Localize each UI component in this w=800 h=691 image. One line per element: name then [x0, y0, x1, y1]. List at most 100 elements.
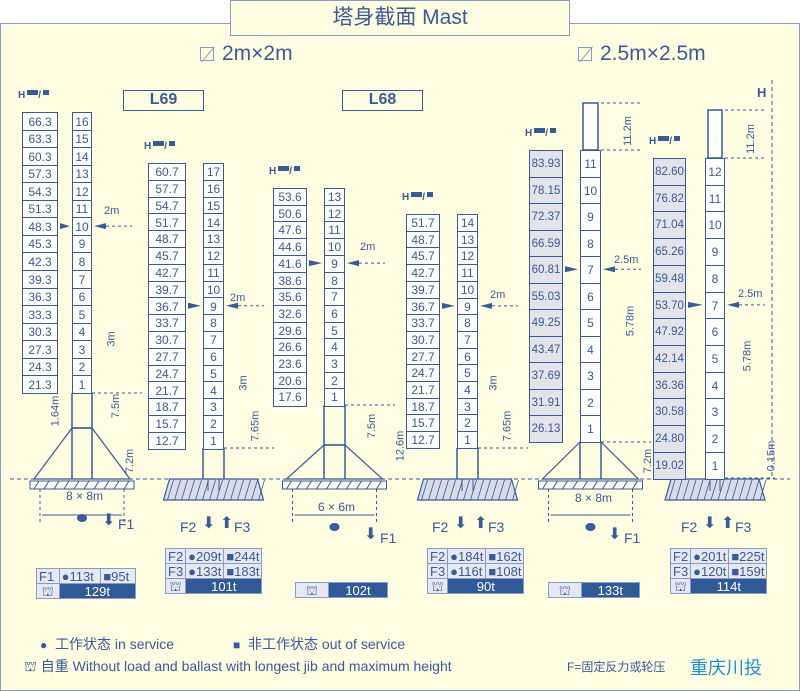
- slew-center-icon: [585, 523, 596, 531]
- dimension-label: 3m: [105, 331, 118, 347]
- hook-height-cell: 26.13: [529, 415, 563, 443]
- hook-height-cell: 33.7: [406, 314, 440, 333]
- force-cell: F1: [36, 568, 60, 584]
- mast-section-cell: 6: [203, 347, 224, 367]
- hatch: [306, 480, 312, 490]
- force-row: F3●133t■183t: [164, 563, 263, 579]
- mast-section-cell: 5: [457, 364, 478, 383]
- hook-height-cell: 43.47: [529, 335, 563, 364]
- hook-height-cell: 27.3: [22, 340, 58, 360]
- self-weight-row: ⛫129t: [36, 583, 137, 599]
- mast-section-cell: 15: [203, 196, 224, 215]
- hook-height-cell: 35.6: [273, 288, 307, 307]
- force-cell: ■159t: [728, 563, 768, 579]
- slew-center-icon: [329, 523, 340, 531]
- hatch: [237, 479, 244, 501]
- force-cell: F3: [669, 563, 692, 579]
- hook-height-cell: 15.7: [406, 414, 440, 433]
- hook-height-cell: 36.3: [22, 287, 58, 307]
- self-weight-value: 129t: [58, 583, 137, 599]
- force-cell: ●133t: [185, 563, 225, 579]
- self-weight-value: 101t: [185, 578, 263, 594]
- hook-height-cell: 24.7: [406, 364, 440, 383]
- hook-height-cell: 31.91: [529, 388, 563, 417]
- hatch: [244, 479, 251, 501]
- hook-height-icon: H/: [525, 128, 557, 139]
- hook-height-cell: 51.7: [406, 214, 440, 233]
- force-table: F1●113t■95t⛫129t: [36, 568, 137, 599]
- hook-height-cell: 60.7: [148, 163, 186, 182]
- force-cell: F3: [426, 563, 449, 579]
- mast-section-cell: 15: [72, 129, 92, 149]
- hatch: [167, 479, 174, 501]
- hook-height-cell: 45.7: [148, 247, 186, 266]
- mast-section-cell: 5: [72, 305, 92, 325]
- hatch: [53, 480, 60, 490]
- mast-section-cell: 16: [72, 112, 92, 132]
- mast-section-cell: 1: [324, 388, 345, 407]
- hatch: [336, 480, 342, 490]
- tie-arrow-icon: [727, 301, 739, 308]
- hook-height-cell: 21.7: [406, 381, 440, 400]
- mast-section-cell: 9: [457, 297, 478, 316]
- hook-height-cell: 54.3: [22, 182, 58, 202]
- self-weight-row: ⛫101t: [164, 578, 263, 594]
- hatch: [195, 479, 202, 501]
- hatch: [73, 480, 80, 490]
- force-label-f1: F1: [118, 516, 135, 532]
- hook-height-cell: 50.6: [273, 204, 307, 223]
- hook-height-cell: 83.93: [529, 150, 563, 178]
- hatch: [498, 479, 505, 501]
- foundation-block: [664, 478, 766, 501]
- mast-section-cell: 13: [457, 230, 478, 249]
- base-frame: [32, 427, 132, 480]
- force-table: ⛫102t: [295, 582, 389, 598]
- hook-height-cell: 63.3: [22, 129, 58, 149]
- hatch: [209, 479, 216, 501]
- hatch: [188, 479, 195, 501]
- mast-section-cell: 2: [705, 425, 725, 454]
- hook-height-cell: 60.3: [22, 147, 58, 167]
- hatch: [505, 479, 512, 501]
- mast-section-cell: 13: [203, 230, 224, 249]
- mast-section-cell: 5: [324, 321, 345, 340]
- dimension-label: 2m: [360, 241, 376, 253]
- hatch: [602, 480, 608, 490]
- tie-arrow-icon: [565, 266, 578, 273]
- force-row: F2●201t■225t: [669, 548, 768, 564]
- dimension-label: 2.5m: [614, 254, 639, 266]
- hook-height-icon: H/: [402, 192, 434, 203]
- dimension-label: 7.5m: [366, 413, 379, 439]
- tie-arrow-icon: [603, 266, 615, 273]
- hatch: [230, 479, 237, 501]
- hatch: [103, 480, 110, 490]
- mast-section-cell: 4: [457, 381, 478, 400]
- hook-height-cell: 19.02: [653, 451, 686, 480]
- legend-in-service: ● 工作状态 in service: [40, 636, 175, 652]
- dimension-label: 2.5m: [738, 288, 763, 300]
- force-label-f2: F2: [180, 519, 197, 535]
- tie-arrow-icon: [309, 260, 322, 267]
- hook-height-cell: 12.7: [148, 431, 186, 451]
- mast-section-cell: 6: [324, 304, 345, 324]
- hatch: [449, 479, 456, 501]
- mast-section-cell: 1: [705, 451, 725, 480]
- dimension-label: 12.6m: [394, 430, 407, 462]
- dimension-label: 5.78m: [624, 305, 637, 337]
- hatch: [346, 480, 352, 490]
- hatch: [477, 479, 484, 501]
- hook-height-cell: 30.7: [148, 331, 186, 350]
- hook-height-cell: 30.58: [653, 398, 686, 427]
- mast-section-cell: 9: [72, 234, 92, 254]
- section-square-icon: [578, 47, 592, 61]
- base-frame: [541, 441, 640, 480]
- force-label-f1: F1: [380, 530, 397, 546]
- hook-height-cell: 47.92: [653, 318, 686, 347]
- tie-arrow-icon: [347, 260, 359, 267]
- force-cell: ●209t: [185, 548, 225, 564]
- force-cell: ●201t: [690, 548, 730, 564]
- hook-height-cell: 41.6: [273, 254, 307, 273]
- tie-arrow-icon: [94, 223, 106, 230]
